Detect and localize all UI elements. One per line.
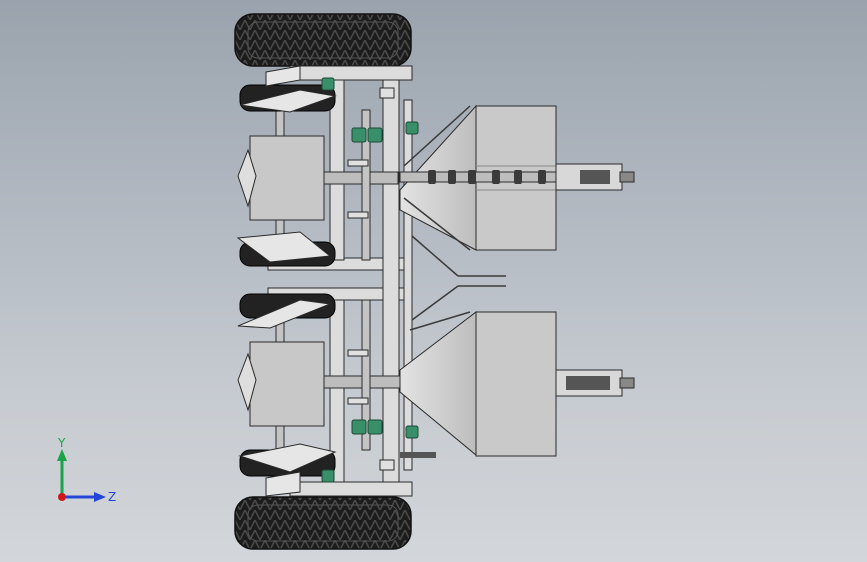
lower-hopper xyxy=(399,310,557,457)
brackets xyxy=(347,87,395,471)
x-axis-origin xyxy=(58,493,66,501)
bottom-tire xyxy=(234,496,412,550)
top-tire xyxy=(234,13,412,67)
z-axis-arrow xyxy=(94,492,106,502)
opener-shoes xyxy=(236,65,337,497)
z-axis-label: Z xyxy=(108,490,116,504)
upper-driveline xyxy=(399,163,635,191)
main-frame xyxy=(267,65,413,497)
braces xyxy=(403,105,506,331)
seed-meter-boxes xyxy=(249,135,325,427)
lower-driveline xyxy=(555,369,635,397)
shoe-tips xyxy=(237,148,257,412)
y-axis-arrow xyxy=(57,449,67,461)
green-fittings xyxy=(321,77,419,483)
drive-chain xyxy=(400,452,436,458)
orientation-triad: Y Z xyxy=(57,436,116,504)
y-axis-label: Y xyxy=(57,436,66,450)
